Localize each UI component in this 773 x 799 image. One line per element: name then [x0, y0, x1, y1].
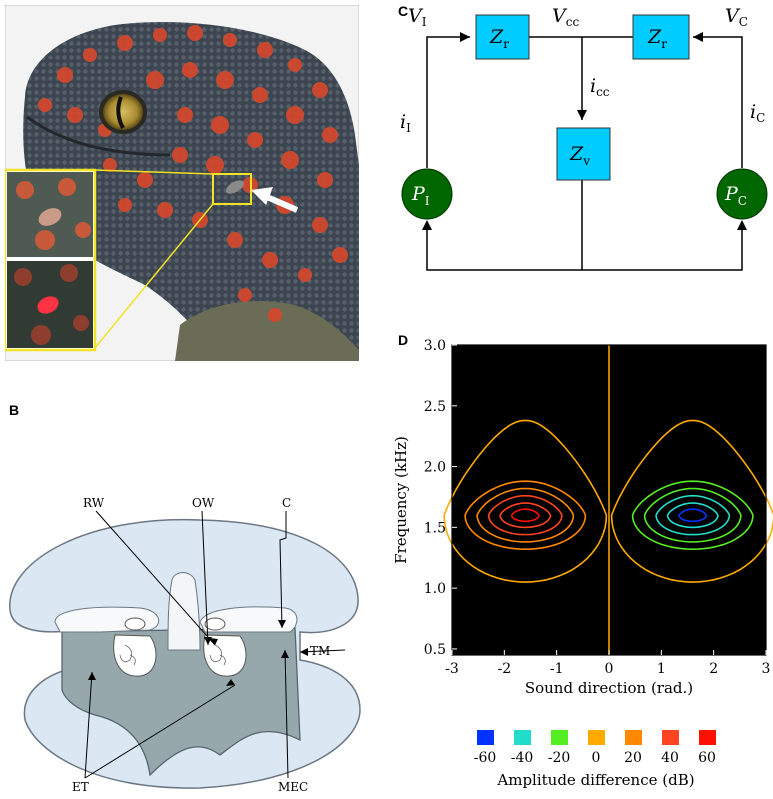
circuit-diagram: Zr Zr Zv PI PC VI Vcc VC iI icc iC — [400, 5, 768, 271]
x-tick-label: -1 — [550, 661, 564, 677]
z-v-box — [556, 127, 611, 181]
z-r-right-box — [632, 14, 690, 60]
legend-label: 40 — [661, 750, 679, 766]
contour-line-left-4 — [499, 502, 552, 529]
contour-line-right-3 — [655, 494, 731, 536]
contour-line-left-0 — [443, 419, 608, 583]
legend-swatch — [699, 730, 716, 745]
contour-line-right-5 — [678, 508, 708, 523]
y-tick-label: 1.5 — [424, 520, 446, 536]
label-i-cc: icc — [590, 75, 610, 99]
x-tick-label: 3 — [762, 661, 771, 677]
label-v-cc: Vcc — [552, 5, 579, 29]
panel-letter-d: D — [398, 332, 409, 348]
y-tick-label: 3.0 — [424, 338, 446, 354]
y-tick-label: 0.5 — [424, 642, 446, 658]
p-c-source — [716, 168, 768, 220]
label-mec: MEC — [278, 780, 308, 794]
contour-line-left-2 — [476, 487, 575, 543]
label-c: C — [282, 496, 291, 510]
z-r-left-box — [475, 14, 530, 60]
contour-line-left-3 — [487, 494, 563, 536]
legend-label: -20 — [548, 750, 571, 766]
legend-swatch — [551, 730, 568, 745]
x-axis-label: Sound direction (rad.) — [525, 679, 693, 697]
x-tick-label: 0 — [605, 661, 614, 677]
label-z-r-left: Zr — [489, 26, 509, 51]
legend-swatch — [662, 730, 679, 745]
y-tick-label: 2.0 — [424, 460, 446, 476]
x-tick-label: 1 — [657, 661, 666, 677]
label-ow: OW — [192, 496, 215, 510]
contour-chart: -3 -2 -1 0 1 2 3 0.5 1.0 1.5 2.0 2.5 3.0 Sound direc… — [392, 338, 773, 789]
label-i-c: iC — [750, 101, 765, 125]
white-arrow-icon — [251, 187, 299, 213]
contour-line-right-0 — [610, 419, 773, 583]
label-p-c: PC — [724, 183, 747, 208]
gecko-eye — [99, 90, 147, 134]
label-p-i: PI — [411, 183, 430, 208]
panel-letter-c: C — [398, 3, 409, 19]
legend-label: -60 — [474, 750, 497, 766]
label-v-i: VI — [408, 5, 427, 29]
legend-swatch — [514, 730, 531, 745]
y-tick-label: 2.5 — [424, 399, 446, 415]
contour-line-right-1 — [631, 480, 754, 551]
circuit-wires — [426, 36, 743, 271]
x-tick-label: 2 — [709, 661, 718, 677]
x-tick-label: -2 — [498, 661, 512, 677]
x-tick-label: -3 — [445, 661, 459, 677]
label-i-i: iI — [400, 111, 411, 135]
label-z-r-right: Zr — [647, 26, 667, 51]
legend-label: -40 — [511, 750, 534, 766]
contour-line-right-4 — [666, 502, 719, 529]
inset-zoom — [5, 168, 97, 352]
y-axis-label: Frequency (kHz) — [392, 436, 410, 564]
legend-label: 20 — [624, 750, 642, 766]
panel-letter-b: B — [9, 402, 20, 418]
legend-label: 60 — [698, 750, 716, 766]
legend-swatch — [477, 730, 494, 745]
label-v-c: VC — [725, 5, 748, 29]
label-rw: RW — [83, 496, 105, 510]
ear-highlight-box — [212, 173, 252, 205]
label-z-v: Zv — [569, 143, 590, 168]
leader-lines — [84, 510, 346, 779]
middle-ear-diagram: RW OW C TM ET MEC — [9, 496, 361, 794]
contour-line-left-1 — [464, 480, 587, 551]
gecko-photo — [5, 5, 359, 361]
legend-swatch — [588, 730, 605, 745]
legend-swatch — [625, 730, 642, 745]
y-tick-label: 1.0 — [424, 581, 446, 597]
label-et: ET — [72, 780, 89, 794]
p-i-source — [401, 168, 453, 220]
contour-line-right-2 — [643, 487, 742, 543]
contour-line-left-5 — [510, 508, 540, 523]
legend-title: Amplitude difference (dB) — [496, 771, 694, 789]
legend-label: 0 — [592, 750, 601, 766]
